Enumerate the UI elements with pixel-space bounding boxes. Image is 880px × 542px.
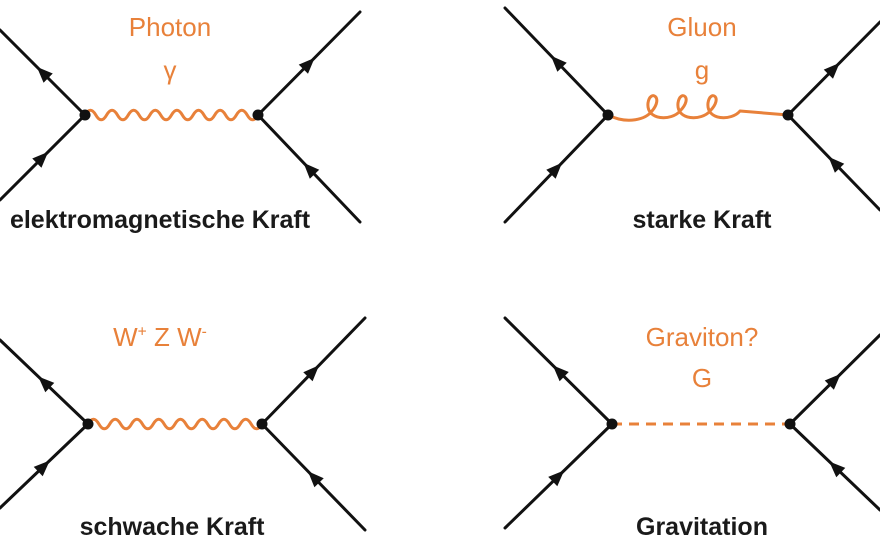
boson-w-plus: W bbox=[113, 322, 138, 352]
boson-w-plus-charge: + bbox=[137, 323, 147, 341]
vertex-em-right bbox=[252, 109, 264, 121]
vertex-weak-left bbox=[82, 418, 94, 430]
fermion-line-weak-out-upper-arrow bbox=[38, 376, 55, 393]
force-label-weak: schwache Kraft bbox=[79, 513, 265, 541]
fermion-line-grav-in-lower-arrow bbox=[548, 470, 565, 487]
photon-propagator bbox=[83, 108, 260, 122]
fermion-line-grav-out-right-arrow bbox=[824, 373, 841, 390]
boson-symbol-gamma: γ bbox=[163, 55, 177, 85]
fermion-line-em-out-right-arrow bbox=[298, 57, 315, 74]
vertex-strong-right bbox=[782, 109, 794, 121]
boson-z: Z bbox=[154, 322, 170, 352]
gluon-propagator bbox=[607, 94, 789, 122]
weak-boson-propagator bbox=[86, 417, 264, 431]
fermion-line-grav-in-right-arrow bbox=[829, 461, 846, 478]
fermion-line-strong-in-lower-arrow bbox=[546, 162, 563, 179]
fermion-line-strong-in-right-arrow bbox=[828, 156, 845, 173]
force-label-gravitation: Gravitation bbox=[636, 513, 768, 541]
fermion-line-strong-out-upper-arrow bbox=[550, 55, 567, 72]
vertex-weak-right bbox=[256, 418, 268, 430]
force-label-strong: starke Kraft bbox=[632, 206, 772, 234]
vertex-grav-left bbox=[606, 418, 618, 430]
fermion-line-em-out-upper-arrow bbox=[36, 66, 53, 83]
vertex-em-left bbox=[79, 109, 91, 121]
force-label-electromagnetic: elektromagnetische Kraft bbox=[9, 206, 311, 234]
fermion-line-em-in-lower-arrow bbox=[32, 151, 49, 168]
boson-name-graviton: Graviton? bbox=[645, 322, 759, 352]
fermion-line-grav-out-upper-arrow bbox=[552, 365, 569, 382]
boson-name-photon: Photon bbox=[128, 12, 212, 42]
fermion-line-em-in-right-arrow bbox=[303, 162, 320, 179]
vertex-strong-left bbox=[602, 109, 614, 121]
fermion-line-weak-in-right-arrow bbox=[307, 471, 324, 488]
vertex-grav-right bbox=[784, 418, 796, 430]
fermion-line-strong-out-right-arrow bbox=[823, 62, 840, 79]
boson-symbol-g: g bbox=[694, 55, 710, 85]
boson-name-gluon: Gluon bbox=[667, 12, 737, 42]
fermion-line-weak-out-right-arrow bbox=[303, 365, 320, 382]
boson-symbol-G: G bbox=[691, 363, 713, 393]
boson-w-minus: W bbox=[177, 322, 202, 352]
boson-label-weak: W+ Z W- bbox=[113, 322, 207, 352]
boson-w-minus-charge: - bbox=[201, 323, 207, 341]
fermion-line-weak-in-lower-arrow bbox=[33, 460, 50, 477]
